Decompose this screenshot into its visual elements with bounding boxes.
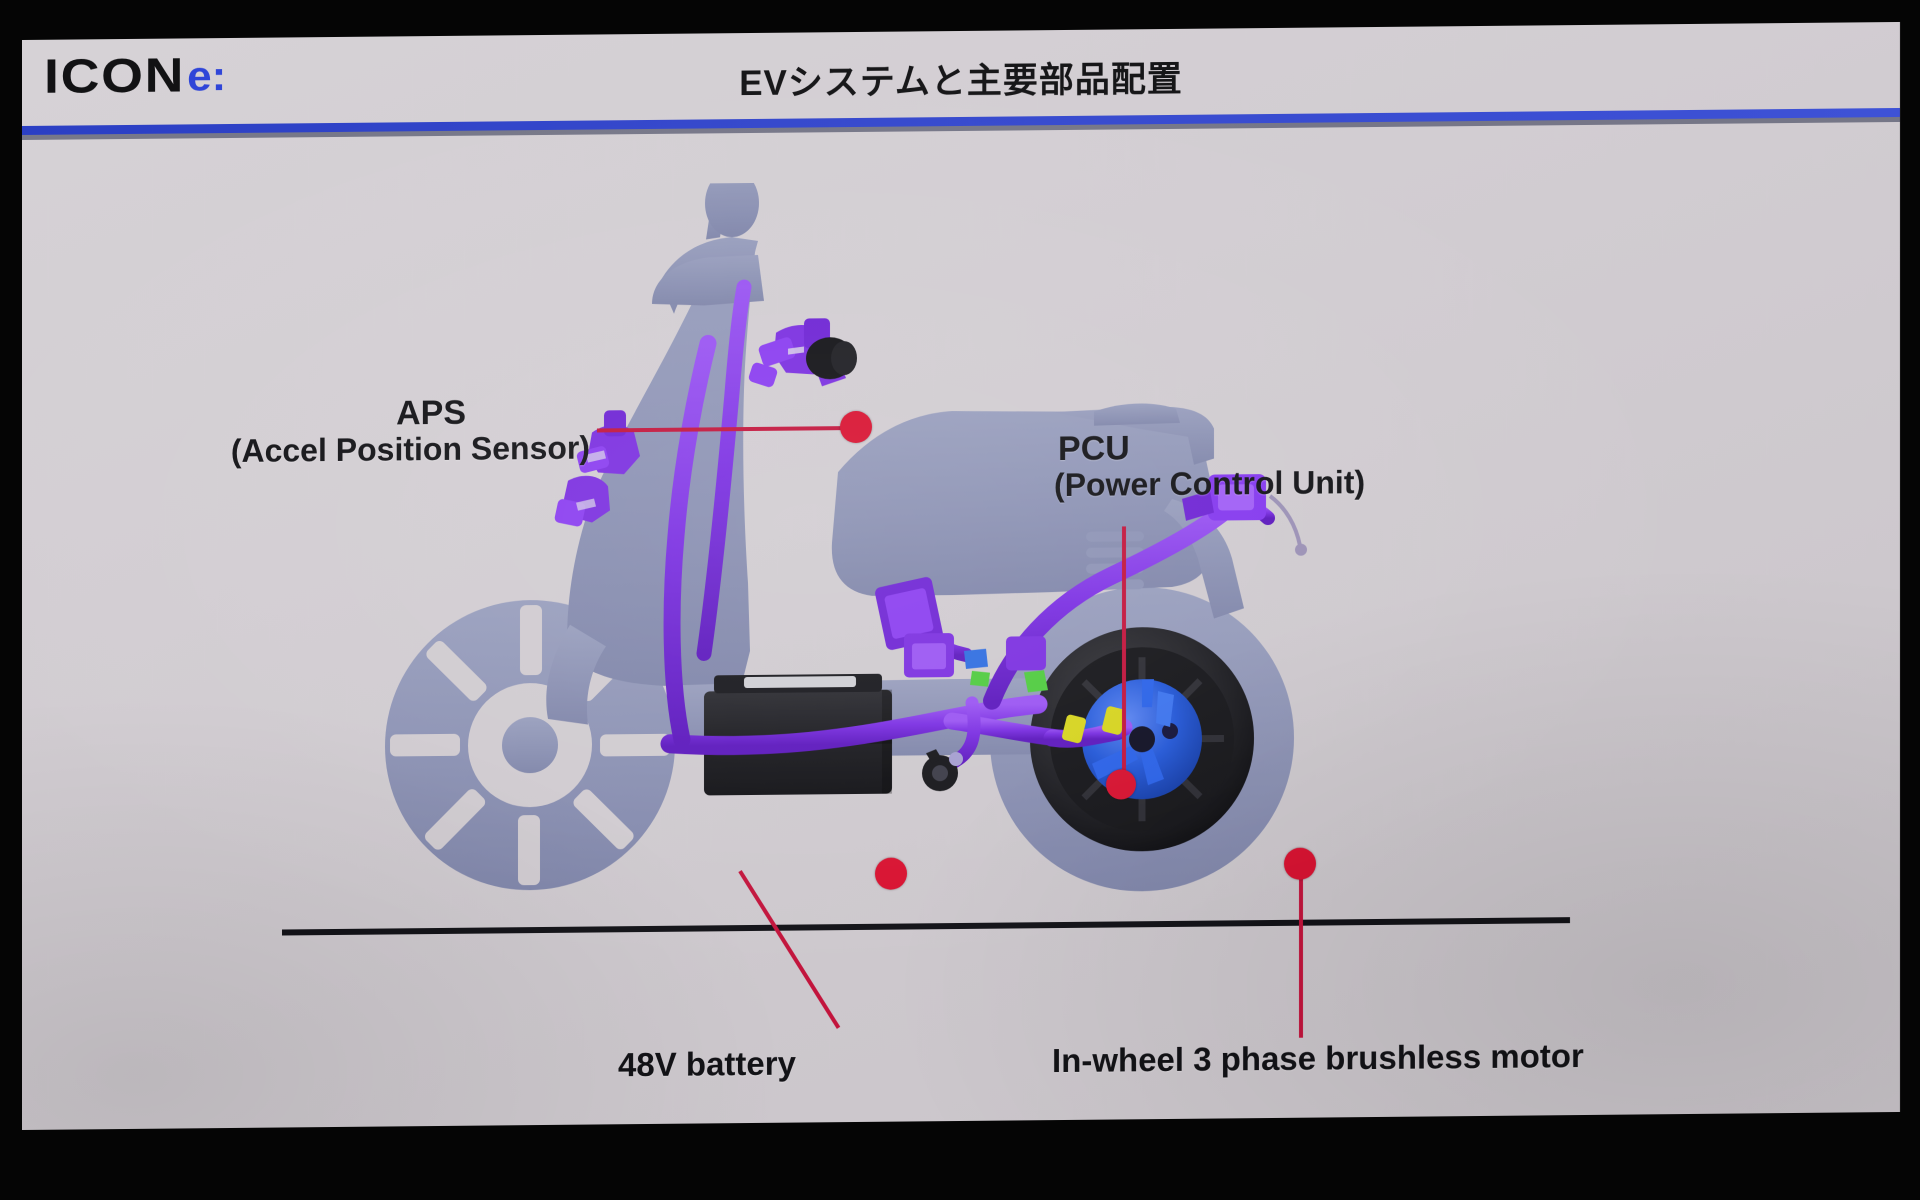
leader-line-motor (1299, 859, 1303, 1038)
page-title: EVシステムと主要部品配置 (739, 59, 1183, 104)
marker-dot-motor (1284, 847, 1316, 880)
scooter-diagram (385, 175, 1307, 892)
three-phase-cable (1043, 706, 1133, 748)
callout-pcu-subtitle: (Power Control Unit) (1054, 464, 1366, 504)
accel-position-sensor (748, 318, 857, 388)
presentation-slide: ICON e: EVシステムと主要部品配置 (22, 21, 1900, 1131)
callout-aps-title: APS (396, 393, 466, 433)
callout-motor: In-wheel 3 phase brushless motor (1052, 1037, 1584, 1080)
slide-header: ICON e: EVシステムと主要部品配置 (22, 22, 1900, 140)
callout-aps-subtitle: (Accel Position Sensor) (230, 429, 590, 470)
callout-pcu-title: PCU (1058, 429, 1130, 469)
rear-connector-block (1182, 474, 1307, 556)
leader-line-pcu (1122, 526, 1126, 789)
pcu-unit (875, 577, 1048, 693)
callout-aps: APS (Accel Position Sensor) (130, 393, 590, 471)
in-wheel-motor-assembly (1030, 627, 1254, 852)
underfloor-sensor (922, 749, 963, 792)
marker-dot-pcu (1106, 769, 1136, 800)
callout-pcu: PCU (Power Control Unit) (1054, 427, 1365, 504)
marker-dot-battery (875, 857, 907, 890)
callout-battery: 48V battery (618, 1044, 796, 1084)
marker-dot-aps (840, 410, 872, 444)
